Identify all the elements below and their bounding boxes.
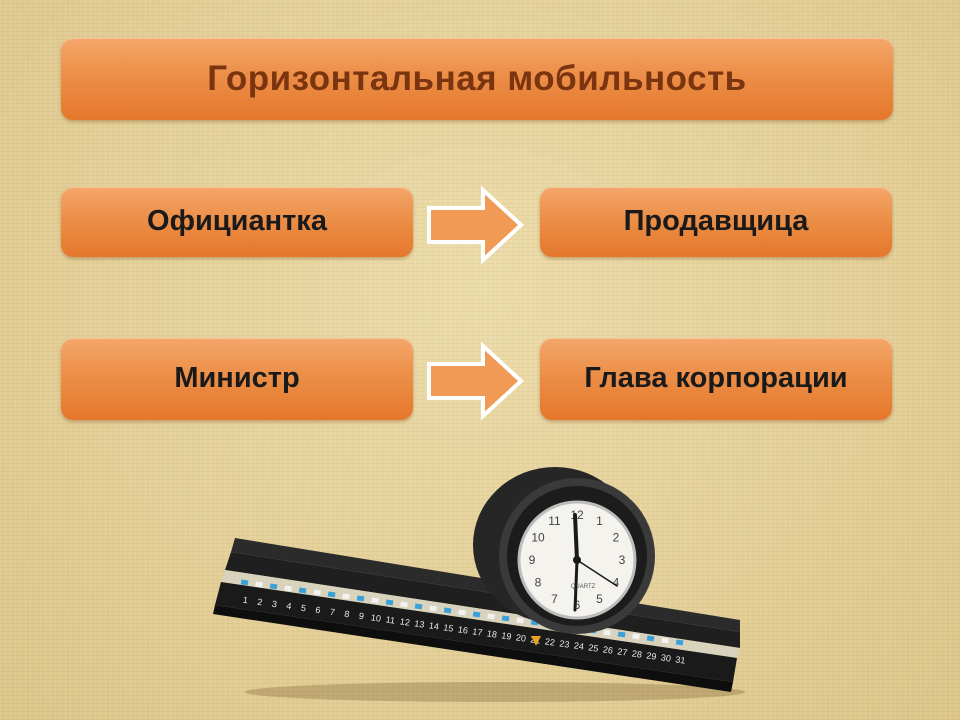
calendar-stripe-block — [603, 629, 611, 636]
calendar-stripe-block — [400, 601, 408, 608]
calendar-stripe-block — [385, 599, 394, 606]
clock-number: 5 — [596, 592, 603, 606]
calendar-day-label: 9 — [358, 611, 364, 622]
calendar-day-label: 22 — [544, 636, 555, 647]
calendar-stripe-block — [516, 617, 524, 624]
calendar-day-label: 4 — [286, 601, 292, 612]
calendar-day-label: 31 — [675, 654, 686, 665]
calendar-day-label: 1 — [242, 595, 248, 606]
from-box-minister: Министр — [61, 338, 413, 420]
clock-number: 2 — [613, 531, 620, 545]
calendar-stripe-block — [327, 591, 336, 598]
calendar-stripe-block — [414, 603, 423, 610]
calendar-day-label: 25 — [588, 642, 599, 653]
right-arrow-icon — [427, 342, 524, 420]
clock-brand: QUARTZ — [571, 584, 596, 590]
clock-number: 11 — [548, 514, 561, 528]
calendar-stripe-block — [632, 633, 640, 640]
calendar-day-label: 27 — [617, 646, 628, 657]
calendar-stripe-block — [675, 639, 684, 646]
calendar-day-label: 5 — [300, 603, 306, 614]
calendar-day-label: 13 — [414, 618, 425, 629]
calendar-stripe-block — [240, 579, 249, 586]
calendar-stripe-block — [487, 613, 495, 620]
calendar-day-label: 3 — [271, 599, 277, 610]
calendar-day-label: 26 — [602, 644, 613, 655]
clock-number: 7 — [551, 592, 558, 606]
to-box-seller: Продавщица — [540, 187, 892, 257]
calendar-day-label: 15 — [443, 622, 454, 633]
calendar-day-label: 8 — [344, 609, 350, 620]
second-hand — [576, 559, 618, 587]
calendar-stripe-block — [313, 589, 321, 596]
calendar-stripe-block — [342, 593, 350, 600]
calendar-day-label: 14 — [428, 620, 439, 631]
calendar-day-label: 7 — [329, 607, 335, 618]
calendar-day-label: 24 — [573, 640, 584, 651]
calendar-stripe-block — [458, 609, 466, 616]
calendar-stripe-block — [429, 605, 437, 612]
clock-number: 6 — [574, 598, 581, 612]
calendar-stripe-block — [269, 583, 278, 590]
calendar-clock-illustration: 1234567891011121314151617181920212223242… — [213, 467, 745, 702]
calendar-day-label: 20 — [515, 632, 526, 643]
calendar-stripe-block — [646, 635, 655, 642]
calendar-day-label: 11 — [385, 614, 396, 625]
from-box-waitress: Официантка — [61, 187, 413, 257]
calendar-day-label: 23 — [559, 638, 570, 649]
calendar-stripe-block — [661, 637, 669, 644]
clock-number: 1 — [596, 514, 603, 528]
calendar-stripe-block — [255, 581, 263, 588]
calendar-day-label: 17 — [472, 626, 483, 637]
calendar-stripe-block — [371, 597, 379, 604]
calendar-stripe-block — [298, 587, 307, 594]
calendar-day-label: 6 — [315, 605, 321, 616]
calendar-day-label: 19 — [501, 630, 512, 641]
calendar-stripe-block — [501, 615, 510, 622]
clock-number: 9 — [529, 553, 536, 567]
clock-number: 3 — [619, 553, 626, 567]
calendar-day-label: 2 — [257, 597, 263, 608]
calendar-stripe-block — [617, 631, 626, 638]
calendar-day-label: 18 — [486, 628, 497, 639]
calendar-day-label: 10 — [370, 612, 381, 623]
calendar-day-label: 12 — [399, 616, 410, 627]
to-box-corporation-head: Глава корпорации — [540, 338, 892, 420]
clock-number: 10 — [531, 531, 545, 545]
calendar-stripe-block — [284, 585, 292, 592]
calendar-stripe-block — [472, 611, 481, 618]
calendar-day-label: 16 — [457, 624, 468, 635]
calendar-day-label: 30 — [660, 652, 671, 663]
calendar-stripe-block — [443, 607, 452, 614]
calendar-stripe-block — [356, 595, 365, 602]
hour-hand — [573, 513, 579, 562]
right-arrow-icon — [427, 186, 524, 264]
clock-number: 4 — [613, 576, 620, 590]
minute-hand — [573, 558, 579, 612]
calendar-day-label: 28 — [631, 648, 642, 659]
clock-number: 8 — [535, 576, 542, 590]
diagram-title: Горизонтальная мобильность — [61, 38, 893, 120]
calendar-day-label: 29 — [646, 650, 657, 661]
